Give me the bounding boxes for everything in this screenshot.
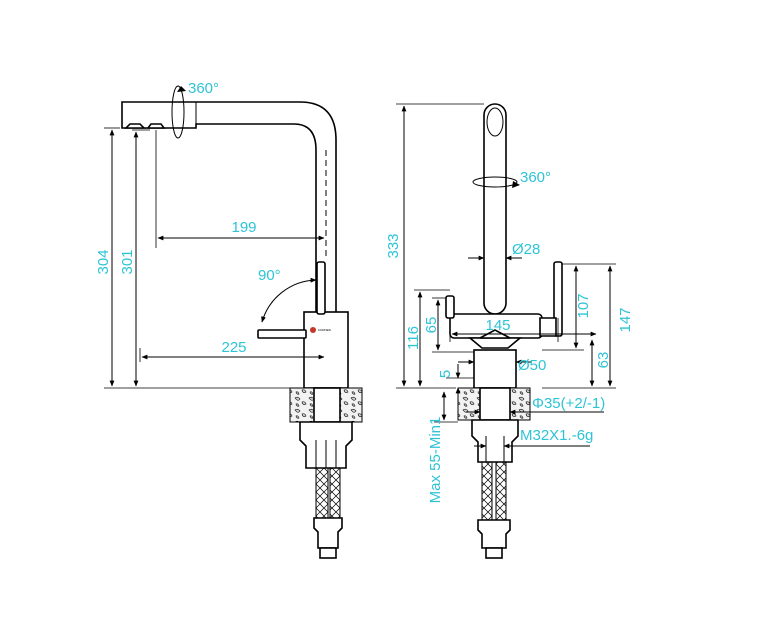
handle-angle-label: 90° — [258, 267, 281, 284]
front-body-cone — [467, 337, 523, 349]
dim-label-5: 5 — [437, 370, 454, 378]
front-hose-end — [485, 547, 503, 559]
dim-label-199: 199 — [231, 219, 256, 236]
front-base — [473, 349, 517, 389]
side-mixer-handle — [257, 329, 307, 339]
outlet-nozzle-2 — [146, 123, 166, 129]
front-hose-1 — [481, 461, 493, 521]
dim-label-63: 63 — [595, 352, 612, 369]
dim-label-147: 147 — [617, 307, 634, 332]
front-hose-fitting — [477, 519, 511, 549]
side-hose-fitting — [313, 517, 343, 549]
side-faucet-body — [303, 311, 349, 389]
front-hose-2 — [495, 461, 507, 521]
front-view: 360° Ø28 333 116 — [385, 103, 634, 559]
dim-label-145: 145 — [485, 317, 510, 334]
dim-label-225: 225 — [221, 339, 246, 356]
dim-label-thread: M32X1.-6g — [520, 427, 593, 444]
dim-label-d50: Ø50 — [518, 357, 546, 374]
side-mount-shank — [313, 387, 341, 423]
dim-label-301: 301 — [119, 249, 136, 274]
brand-logo-text: KORNER — [318, 328, 332, 332]
dim-label-304: 304 — [95, 249, 112, 274]
dim-label-107: 107 — [575, 293, 592, 318]
side-hose-1 — [315, 467, 329, 519]
dim-label-d28: Ø28 — [512, 241, 540, 258]
rotation-arrow-mid-icon — [472, 176, 518, 188]
side-spout — [121, 101, 337, 379]
side-hose-end — [319, 547, 337, 559]
dim-label-333: 333 — [385, 233, 402, 258]
outlet-nozzle-1 — [124, 123, 146, 129]
side-hose-2 — [329, 467, 341, 519]
dim-label-116: 116 — [405, 326, 422, 350]
front-rotation-label: 360° — [520, 169, 551, 186]
handle-angle-arc — [261, 277, 317, 323]
front-mount-shank — [479, 387, 511, 421]
dim-label-thickness: Max 55-Min1 — [427, 417, 444, 504]
rotation-arrow-top-icon — [171, 85, 185, 139]
dim-label-hole: Φ35(+2/-1) — [532, 395, 605, 412]
dim-label-65: 65 — [423, 317, 440, 334]
side-view: 360° KORNER 90° 304 301 — [95, 80, 363, 559]
side-rotation-label: 360° — [188, 80, 219, 97]
side-filter-lever — [316, 261, 326, 315]
brand-logo-icon — [310, 327, 316, 333]
front-spout-head — [486, 107, 504, 137]
front-left-lever — [445, 295, 455, 319]
front-mounting-nut — [471, 419, 519, 463]
